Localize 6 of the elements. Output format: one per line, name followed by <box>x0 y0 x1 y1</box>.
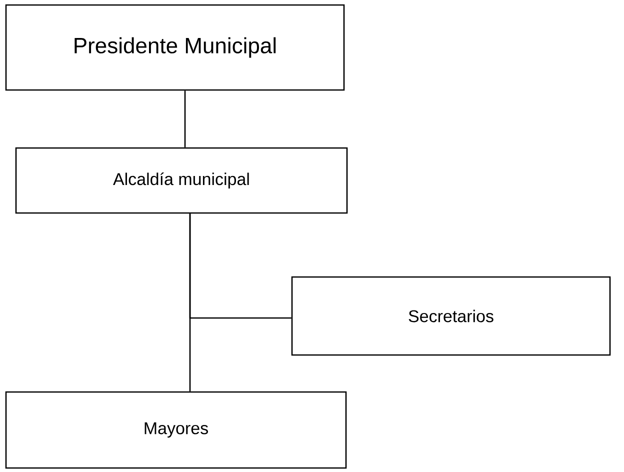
connector-line <box>184 90 186 148</box>
connector-line <box>189 214 292 319</box>
org-box: Presidente Municipal <box>5 4 345 91</box>
org-box: Secretarios <box>291 276 611 356</box>
org-box: Mayores <box>5 391 347 469</box>
org-box: Alcaldía municipal <box>15 147 348 214</box>
